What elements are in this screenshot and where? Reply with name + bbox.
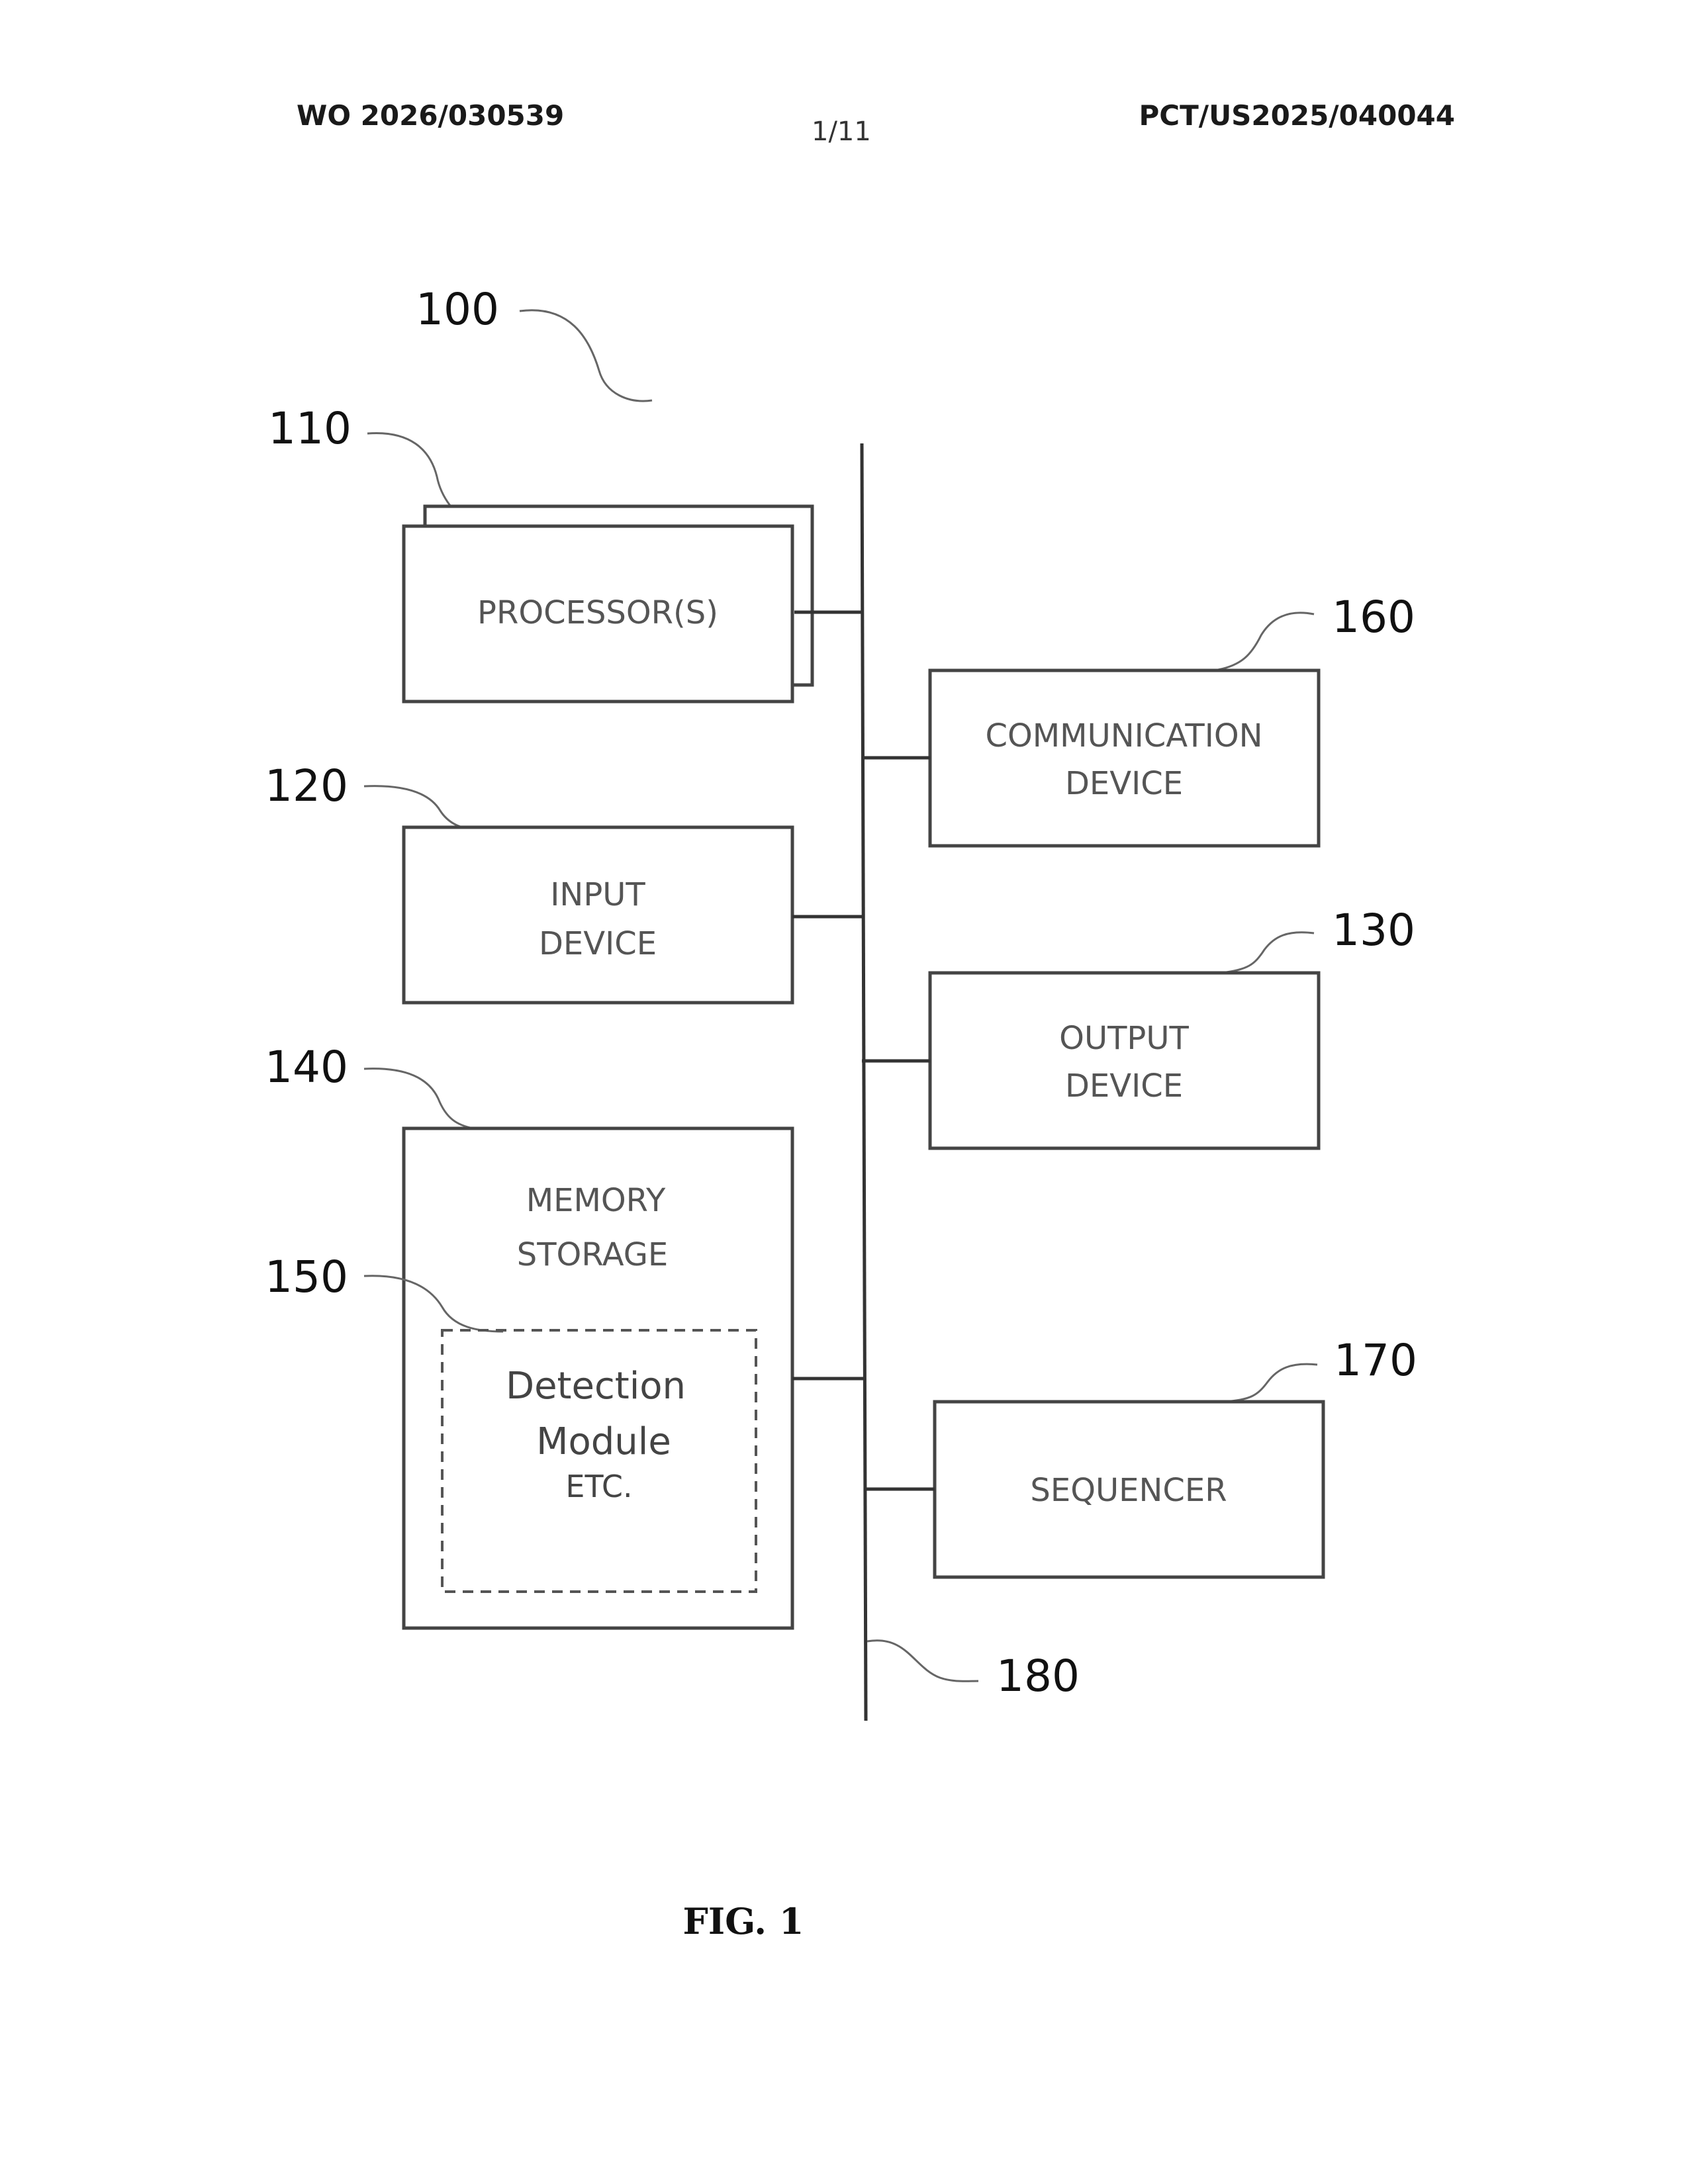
communication-label-line-2: DEVICE — [1065, 765, 1183, 802]
memory-label-line-2: STORAGE — [517, 1236, 669, 1273]
communication-label-line-1: COMMUNICATION — [985, 717, 1262, 754]
system-ref-number: 100 — [416, 284, 499, 335]
input-leader-line — [364, 786, 473, 831]
output-ref-number: 130 — [1332, 905, 1415, 956]
sequencer-label: SEQUENCER — [1030, 1472, 1227, 1509]
output-leader-line — [1221, 933, 1314, 973]
figure-caption: FIG. 1 — [683, 1900, 804, 1942]
output-device-box — [930, 973, 1319, 1148]
sequencer-leader-line — [1225, 1364, 1317, 1402]
communication-leader-line — [1218, 613, 1314, 670]
output-label-line-2: DEVICE — [1065, 1068, 1183, 1105]
communication-device-box — [930, 670, 1319, 846]
output-label-line-1: OUTPUT — [1059, 1020, 1189, 1057]
processor-label: PROCESSOR(S) — [477, 594, 718, 631]
module-label-line-2: Module — [536, 1420, 671, 1463]
communication-ref-number: 160 — [1332, 592, 1415, 643]
input-label-line-2: DEVICE — [539, 925, 657, 962]
system-leader-line — [520, 310, 652, 401]
bus-leader-line — [867, 1641, 978, 1682]
module-label-line-3: ETC. — [565, 1469, 632, 1504]
input-device-box — [404, 827, 792, 1003]
module-ref-number: 150 — [265, 1251, 348, 1302]
processor-ref-number: 110 — [268, 403, 352, 454]
bus-ref-number: 180 — [996, 1651, 1080, 1702]
memory-ref-number: 140 — [265, 1042, 348, 1093]
input-ref-number: 120 — [265, 760, 348, 811]
sequencer-ref-number: 170 — [1334, 1335, 1417, 1386]
module-label-line-1: Detection — [506, 1365, 686, 1408]
memory-label-line-1: MEMORY — [526, 1182, 666, 1219]
input-label-line-1: INPUT — [550, 876, 645, 913]
memory-leader-line — [364, 1069, 473, 1128]
system-bus-line — [862, 443, 866, 1721]
